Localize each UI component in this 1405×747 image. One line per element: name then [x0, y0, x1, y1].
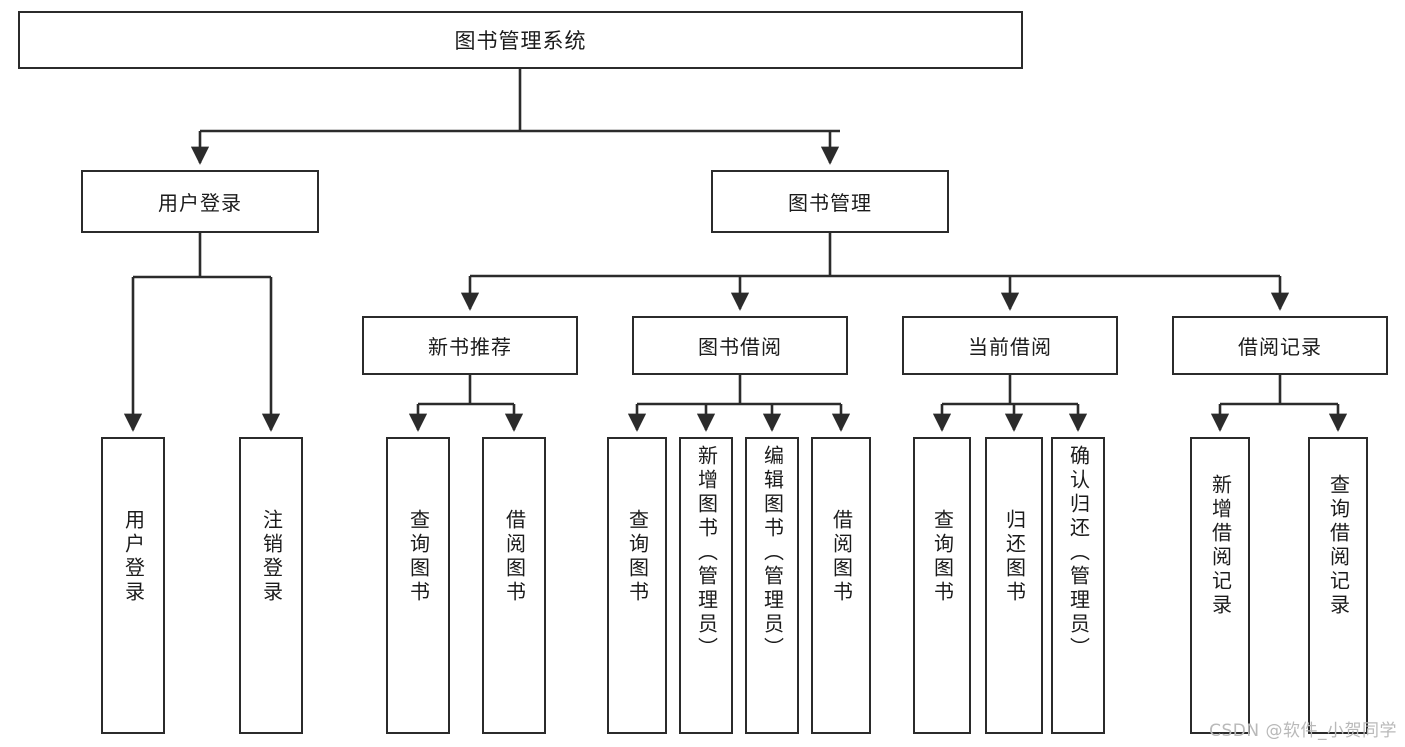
node-root[interactable]: 图书管理系统: [18, 11, 1023, 69]
node-leaf-borrow-book-1[interactable]: 借阅图书: [482, 437, 546, 734]
node-leaf-borrow-book-2-label: 借阅图书: [829, 509, 854, 605]
node-book-borrow[interactable]: 图书借阅: [632, 316, 848, 375]
node-leaf-logout-label: 注销登录: [259, 509, 284, 605]
node-current-borrow-label: 当前借阅: [968, 335, 1052, 359]
node-leaf-return-book-label: 归还图书: [1002, 509, 1027, 605]
node-current-borrow[interactable]: 当前借阅: [902, 316, 1118, 375]
node-new-book-recommend-label: 新书推荐: [428, 335, 512, 359]
node-borrow-record[interactable]: 借阅记录: [1172, 316, 1388, 375]
node-leaf-add-book-label: 新增图书（管理员）: [694, 445, 719, 661]
node-leaf-query-borrow-record-label: 查询借阅记录: [1326, 474, 1351, 618]
node-book-borrow-label: 图书借阅: [698, 335, 782, 359]
node-book-manage[interactable]: 图书管理: [711, 170, 949, 233]
node-book-manage-label: 图书管理: [788, 191, 872, 215]
node-new-book-recommend[interactable]: 新书推荐: [362, 316, 578, 375]
node-leaf-user-login[interactable]: 用户登录: [101, 437, 165, 734]
node-leaf-add-borrow-record-label: 新增借阅记录: [1208, 474, 1233, 618]
node-leaf-query-book-2-label: 查询图书: [625, 509, 650, 605]
node-leaf-confirm-return-label: 确认归还（管理员）: [1066, 445, 1091, 661]
node-leaf-query-book-2[interactable]: 查询图书: [607, 437, 667, 734]
node-leaf-query-book-3-label: 查询图书: [930, 509, 955, 605]
node-root-label: 图书管理系统: [454, 29, 587, 53]
node-leaf-query-book-1[interactable]: 查询图书: [386, 437, 450, 734]
node-leaf-logout[interactable]: 注销登录: [239, 437, 303, 734]
node-leaf-query-book-3[interactable]: 查询图书: [913, 437, 971, 734]
node-user-login-label: 用户登录: [158, 191, 242, 215]
node-leaf-return-book[interactable]: 归还图书: [985, 437, 1043, 734]
node-leaf-query-borrow-record[interactable]: 查询借阅记录: [1308, 437, 1368, 734]
node-leaf-user-login-label: 用户登录: [121, 509, 146, 605]
node-leaf-edit-book-label: 编辑图书（管理员）: [760, 445, 785, 661]
node-leaf-borrow-book-2[interactable]: 借阅图书: [811, 437, 871, 734]
node-leaf-edit-book[interactable]: 编辑图书（管理员）: [745, 437, 799, 734]
node-user-login[interactable]: 用户登录: [81, 170, 319, 233]
node-leaf-add-book[interactable]: 新增图书（管理员）: [679, 437, 733, 734]
node-leaf-add-borrow-record[interactable]: 新增借阅记录: [1190, 437, 1250, 734]
node-borrow-record-label: 借阅记录: [1238, 335, 1322, 359]
node-leaf-query-book-1-label: 查询图书: [406, 509, 431, 605]
node-leaf-confirm-return[interactable]: 确认归还（管理员）: [1051, 437, 1105, 734]
node-leaf-borrow-book-1-label: 借阅图书: [502, 509, 527, 605]
